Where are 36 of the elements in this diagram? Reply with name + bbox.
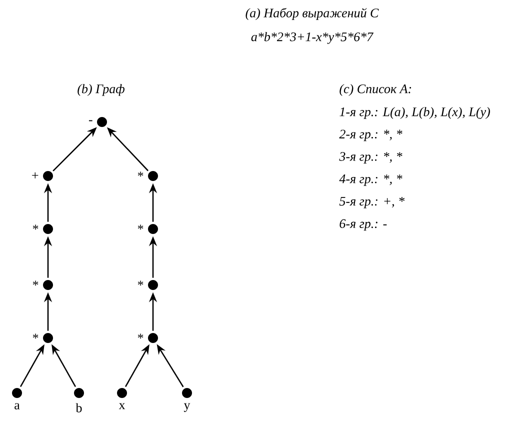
dot	[148, 280, 158, 290]
dot	[74, 388, 84, 398]
node-label: x	[118, 403, 126, 410]
node-label: b	[76, 403, 82, 412]
list-item: 4-я гр.: *, *	[339, 174, 402, 186]
list-item: 3-я гр.: *, *	[339, 152, 402, 164]
dot	[12, 388, 22, 398]
expr: a*b*2*3+1-x*y*5*6*7	[251, 32, 374, 44]
dot	[43, 280, 53, 290]
panel-caption: (b) Граф	[78, 84, 124, 96]
node-label: *	[32, 224, 38, 230]
dot	[182, 388, 192, 398]
node-label: -	[88, 120, 92, 122]
list-item: 6-я гр.: -	[340, 219, 387, 231]
list-item: 1-я гр.: L(a), L(b), L(x), L(y)	[340, 107, 490, 119]
node-label: *	[138, 224, 144, 230]
node-label: *	[32, 334, 38, 338]
node-label: +	[32, 172, 38, 178]
dot	[97, 117, 107, 127]
node-label: *	[138, 334, 144, 338]
node-label: y	[184, 403, 190, 412]
title: (a) Набор выражений C	[246, 8, 379, 20]
panel-caption: (c) Список A:	[340, 84, 412, 96]
node-label: *	[32, 280, 38, 286]
list-item: 5-я гр.: +, *	[339, 196, 405, 208]
dot	[43, 333, 53, 343]
dot	[148, 333, 158, 343]
dot	[43, 171, 53, 181]
dot	[148, 171, 158, 181]
node-label: a	[14, 403, 20, 410]
list-item: 2-я гр.: *, *	[339, 130, 402, 142]
dot	[117, 388, 127, 398]
dot	[43, 224, 53, 234]
node-label: *	[138, 172, 144, 176]
dot	[148, 224, 158, 234]
node-label: *	[138, 280, 144, 286]
